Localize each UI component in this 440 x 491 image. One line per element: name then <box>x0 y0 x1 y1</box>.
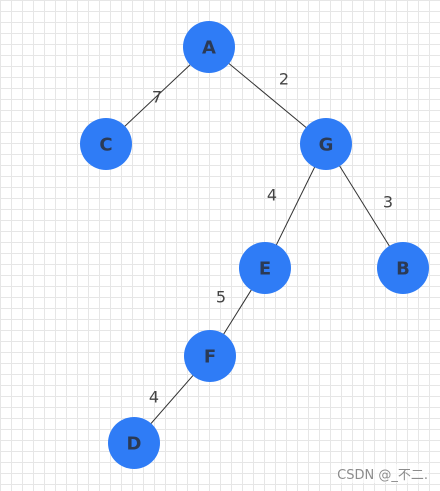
node-label-E: E <box>259 259 271 280</box>
node-circle-G <box>300 118 352 170</box>
node-circle-A <box>183 21 235 73</box>
node-E: E <box>239 242 291 294</box>
node-circle-B <box>377 242 429 294</box>
node-label-A: A <box>202 38 216 59</box>
node-label-D: D <box>127 434 142 455</box>
node-label-G: G <box>319 135 334 156</box>
node-circle-E <box>239 242 291 294</box>
node-F: F <box>184 330 236 382</box>
node-G: G <box>300 118 352 170</box>
node-label-C: C <box>99 135 112 156</box>
nodes-layer: A C G E B F D <box>80 21 429 469</box>
edge-weight-A-G: 2 <box>279 70 289 89</box>
node-B: B <box>377 242 429 294</box>
node-circle-C <box>80 118 132 170</box>
edge-weight-F-D: 4 <box>149 388 159 407</box>
edge-weight-E-F: 5 <box>216 288 226 307</box>
node-D: D <box>108 417 160 469</box>
edge-weight-A-C: 7 <box>152 88 162 107</box>
edge-weight-G-E: 4 <box>267 186 277 205</box>
edge-weight-G-B: 3 <box>383 193 393 212</box>
node-circle-D <box>108 417 160 469</box>
node-circle-F <box>184 330 236 382</box>
node-A: A <box>183 21 235 73</box>
edge-weights-layer: 7 2 4 3 5 4 <box>149 70 393 407</box>
node-label-B: B <box>396 259 410 280</box>
node-C: C <box>80 118 132 170</box>
node-label-F: F <box>204 347 216 368</box>
watermark: CSDN @_不二. <box>337 464 428 483</box>
